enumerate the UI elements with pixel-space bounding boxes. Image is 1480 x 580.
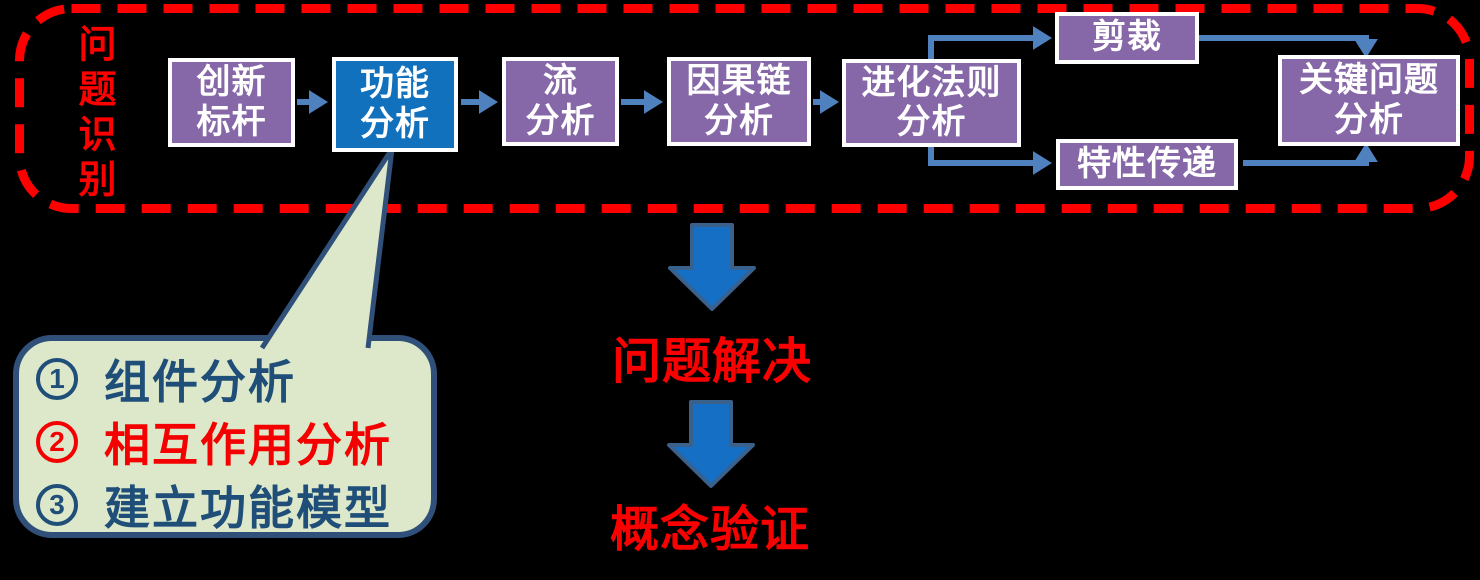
callout-item-label: 建立功能模型 — [104, 481, 392, 534]
big-down-arrow-2 — [667, 400, 755, 488]
stage-label-line: 剪裁 — [1092, 18, 1162, 57]
callout-item-component-analysis: 1 组件分析 — [36, 347, 392, 410]
callout-item-interaction-analysis: 2 相互作用分析 — [36, 410, 392, 473]
connector-feature-transfer-to-key-problem — [1243, 143, 1378, 166]
circled-number-3-icon: 3 — [36, 483, 78, 526]
stage-label-line: 因果链 — [686, 62, 792, 101]
problem-identification-label: 问题识别 — [72, 24, 114, 204]
stage-label-line: 进化法则 — [861, 63, 1002, 102]
callout-item-build-function-model: 3 建立功能模型 — [36, 473, 392, 536]
stage-label-line: 关键问题 — [1299, 61, 1439, 100]
stage-label-line: 分析 — [1334, 100, 1404, 139]
connector-evolution-to-feature-transfer — [928, 146, 1052, 175]
function-analysis-callout: 1 组件分析 2 相互作用分析 3 建立功能模型 — [36, 347, 392, 536]
stage-innovation-benchmark: 创新 标杆 — [168, 58, 295, 147]
stage-label-line: 分析 — [525, 101, 596, 140]
callout-tail — [259, 146, 395, 350]
stage-evolution-law-analysis: 进化法则 分析 — [842, 59, 1021, 147]
stage-key-problem-analysis: 关键问题 分析 — [1278, 55, 1460, 146]
callout-bubble — [13, 335, 437, 538]
stage-label-line: 特性传递 — [1077, 144, 1217, 183]
circled-number-1-icon: 1 — [36, 357, 78, 400]
problem-identification-boundary — [15, 4, 1474, 213]
stage-flow-analysis: 流 分析 — [502, 57, 619, 146]
stage-feature-transfer: 特性传递 — [1056, 139, 1238, 190]
stage-label-line: 标杆 — [196, 102, 267, 141]
stage-label-line: 分析 — [360, 104, 430, 143]
stage-function-analysis: 功能 分析 — [332, 57, 458, 152]
stage-label-line: 分析 — [704, 101, 774, 140]
callout-item-label: 组件分析 — [104, 355, 296, 408]
circled-number-2-icon: 2 — [36, 420, 78, 463]
connector-evolution-to-trimming — [928, 26, 1052, 60]
big-down-arrow-1 — [668, 223, 756, 311]
problem-solving-label: 问题解决 — [611, 335, 812, 389]
stage-label-line: 创新 — [196, 63, 267, 102]
stage-label-line: 流 — [543, 62, 578, 101]
concept-verification-label: 概念验证 — [609, 503, 810, 557]
stage-label-line: 分析 — [896, 103, 967, 141]
stage-causal-chain-analysis: 因果链 分析 — [667, 57, 811, 146]
stage-label-line: 功能 — [360, 65, 430, 104]
callout-item-label: 相互作用分析 — [104, 418, 392, 471]
stage-trimming: 剪裁 — [1055, 12, 1199, 64]
connector-trimming-to-key-problem — [1199, 35, 1378, 58]
